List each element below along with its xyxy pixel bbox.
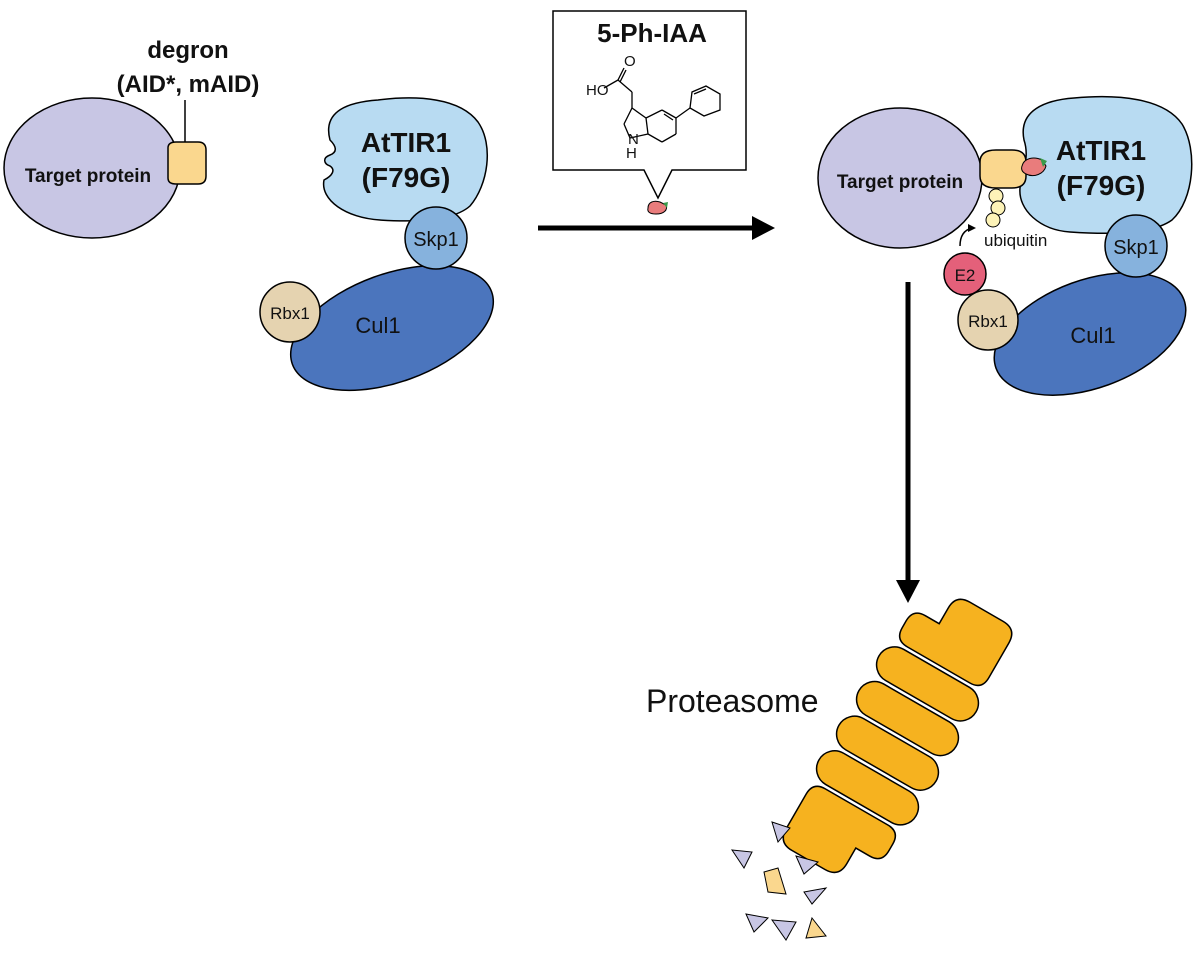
- e2-shape: [943, 252, 987, 296]
- target-protein-label-right: Target protein: [837, 172, 963, 193]
- fragment-3: [795, 855, 820, 875]
- ligand-title: 5-Ph-IAA: [597, 18, 707, 48]
- degradation-arrow-head: [896, 580, 920, 603]
- proteasome-ring-3: [835, 715, 940, 791]
- ligand-bound: [1021, 157, 1047, 177]
- degron-tag: [167, 141, 207, 185]
- proteasome-ring-2: [855, 680, 960, 757]
- skp1-label: Skp1: [413, 229, 459, 251]
- ligand-structure: [603, 67, 721, 143]
- right-complex: Cul1 Rbx1 E2 Target protein AtTIR1 (F79G…: [817, 95, 1193, 396]
- ligand-molecule-tip: [663, 202, 668, 208]
- cul1-label-right: Cul1: [1070, 323, 1115, 348]
- ubiquitin-label: ubiquitin: [984, 231, 1047, 250]
- tir1-label-line2: (F79G): [362, 162, 451, 193]
- ligand-atom-o: O: [624, 53, 636, 70]
- fragment-1: [771, 821, 791, 844]
- skp1-shape: [404, 206, 468, 270]
- ligand-callout: 5-Ph-IAA HO O: [552, 10, 747, 215]
- e2-label: E2: [955, 266, 976, 285]
- rbx1-shape-right: [957, 289, 1019, 351]
- proteasome-ring-1: [875, 646, 980, 722]
- ligand-atom-n: N: [628, 131, 639, 148]
- ligand-atom-h: H: [626, 145, 637, 162]
- proteasome-top-cap: [898, 598, 1013, 687]
- fragment-5: [803, 887, 828, 905]
- rbx1-shape: [259, 281, 321, 343]
- degron-label-line1: degron: [147, 37, 228, 64]
- skp1-shape-right: [1104, 214, 1168, 278]
- ligand-molecule: [647, 200, 667, 215]
- ubiquitin-transfer-arrow-head: [968, 224, 976, 232]
- tir1-label-right-line1: AtTIR1: [1056, 135, 1146, 166]
- left-complex: degron (AID*, mAID) Target protein Cul1 …: [3, 37, 495, 392]
- proteasome: [782, 598, 1013, 874]
- cul1-shape-right: [993, 272, 1187, 396]
- skp1-label-right: Skp1: [1113, 237, 1159, 259]
- degron-tag-right: [979, 149, 1027, 189]
- proteasome-bottom-cap: [782, 785, 897, 874]
- peptide-fragments: [730, 821, 828, 941]
- tir1-label-line1: AtTIR1: [361, 127, 451, 158]
- ligand-bound-tip: [1040, 158, 1047, 167]
- degron-label-line2: (AID*, mAID): [117, 71, 260, 98]
- target-protein-label: Target protein: [25, 166, 151, 187]
- rbx1-label-right: Rbx1: [968, 312, 1008, 331]
- cul1-label: Cul1: [355, 313, 400, 338]
- fragment-6: [745, 913, 770, 933]
- cul1-shape: [289, 264, 495, 392]
- ligand-atom-ho: HO: [586, 82, 609, 99]
- ubiquitin-3: [985, 212, 1001, 228]
- ligand-callout-box: [552, 10, 747, 200]
- tir1-shape: [322, 97, 489, 222]
- tir1-label-right-line2: (F79G): [1057, 170, 1146, 201]
- tir1-shape-right: [1019, 95, 1193, 235]
- proteasome-ring-4: [815, 750, 920, 826]
- fragment-8: [805, 916, 827, 939]
- proteasome-label: Proteasome: [646, 683, 819, 719]
- fragment-2: [730, 849, 753, 869]
- rbx1-label: Rbx1: [270, 304, 310, 323]
- reaction-arrow-head: [752, 216, 775, 240]
- fragment-4: [763, 867, 787, 895]
- fragment-7: [770, 919, 797, 941]
